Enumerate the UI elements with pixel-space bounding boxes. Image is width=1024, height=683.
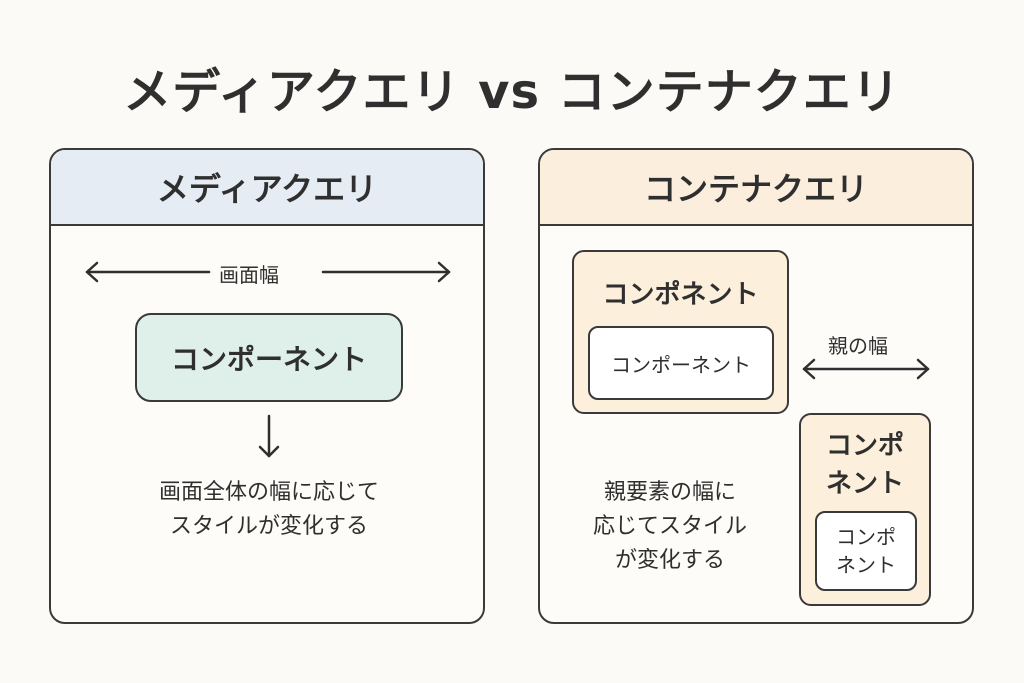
narrow-component-title-line: コンポ bbox=[825, 431, 904, 461]
wide-inner-component: コンポーネント bbox=[588, 326, 774, 400]
media-description-line: 画面全体の幅に応じて bbox=[158, 480, 379, 505]
container-query-panel: コンテナクエリ コンポネント コンポーネント 親の幅 コンポ ネント コンポ ネ… bbox=[538, 148, 974, 624]
narrow-component-title-line: ネント bbox=[825, 469, 904, 499]
parent-width-arrow bbox=[802, 358, 930, 380]
wide-component-title: コンポネント bbox=[602, 280, 759, 310]
narrow-component-title: コンポ ネント bbox=[801, 427, 929, 503]
container-description-line: 親要素の幅に bbox=[603, 480, 736, 505]
narrow-component-box: コンポ ネント コンポ ネント bbox=[799, 413, 931, 606]
container-description-line: が変化する bbox=[614, 548, 725, 573]
down-arrow bbox=[258, 414, 280, 458]
media-query-panel: メディアクエリ 画面幅 コンポーネント 画面全体の幅に応じて スタイルが変化する bbox=[49, 148, 485, 624]
container-description-line: 応じてスタイル bbox=[592, 514, 747, 539]
media-description-line: スタイルが変化する bbox=[169, 514, 368, 539]
media-component-box: コンポーネント bbox=[135, 313, 403, 402]
container-description: 親要素の幅に 応じてスタイル が変化する bbox=[562, 476, 778, 578]
screen-width-arrow bbox=[85, 261, 451, 283]
screen-width-label: 画面幅 bbox=[219, 263, 279, 287]
media-query-header: メディアクエリ bbox=[51, 150, 483, 226]
page-title: メディアクエリ vs コンテナクエリ bbox=[123, 64, 901, 120]
wide-component-box: コンポネント コンポーネント bbox=[572, 250, 789, 414]
parent-width-label: 親の幅 bbox=[828, 334, 888, 358]
media-query-arrows bbox=[85, 261, 451, 458]
media-description: 画面全体の幅に応じて スタイルが変化する bbox=[51, 476, 483, 544]
narrow-inner-line: ネント bbox=[836, 553, 896, 577]
container-query-arrows bbox=[802, 358, 930, 380]
narrow-inner-component: コンポ ネント bbox=[815, 511, 917, 591]
container-query-header: コンテナクエリ bbox=[540, 150, 972, 226]
narrow-inner-line: コンポ bbox=[836, 525, 896, 549]
